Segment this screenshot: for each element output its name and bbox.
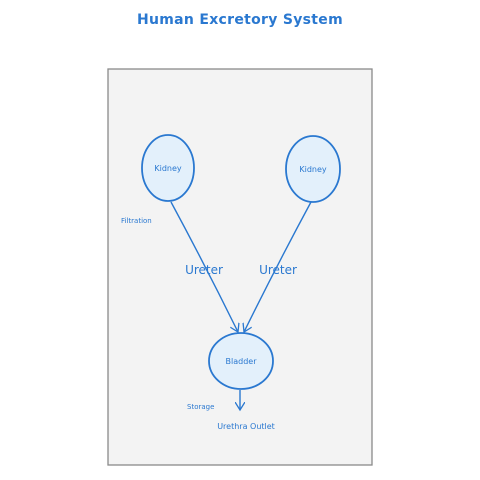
page-title: Human Excretory System (137, 12, 343, 28)
bladder-node[interactable]: Bladder (208, 332, 274, 390)
ureter-right-edge (244, 201, 312, 332)
kidney-right-label: Kidney (299, 165, 327, 174)
kidney-left-label: Kidney (154, 164, 182, 173)
kidney-left-node[interactable]: Kidney (141, 134, 195, 202)
bladder-label: Bladder (226, 357, 258, 366)
ureter-left-label: Ureter (185, 263, 223, 277)
kidney-right-node[interactable]: Kidney (285, 135, 341, 203)
ureter-right-label: Ureter (259, 263, 297, 277)
ureter-left-edge (170, 201, 238, 332)
urethra-outlet-label: Urethra Outlet (217, 422, 275, 431)
storage-annotation: Storage (187, 403, 214, 411)
filtration-annotation: Filtration (121, 217, 152, 225)
